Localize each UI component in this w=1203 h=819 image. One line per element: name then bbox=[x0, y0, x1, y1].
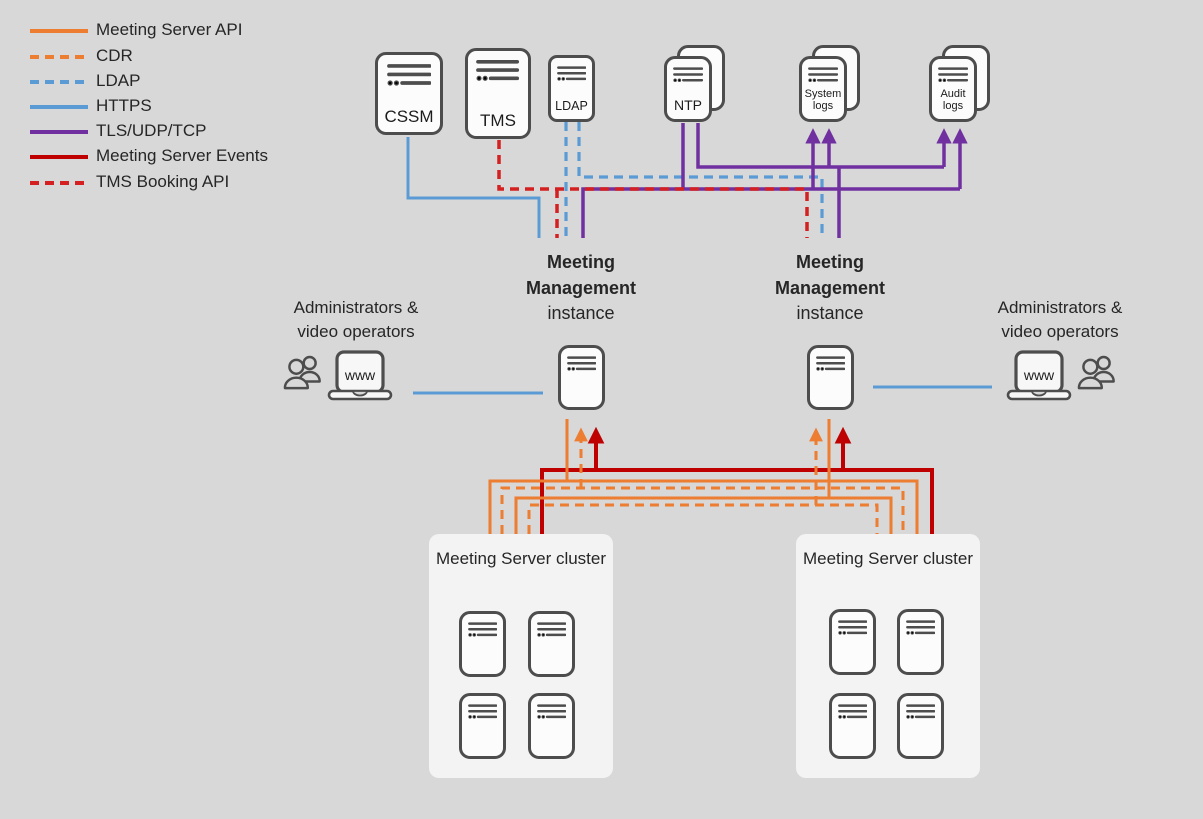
left-admin-label: Administrators & video operators bbox=[293, 298, 419, 341]
server-glyph-icon bbox=[531, 621, 572, 637]
audit-logs-label: Audit logs bbox=[940, 88, 966, 113]
left-instance-label: Meeting Management instance bbox=[506, 249, 656, 325]
tls-left-instance-bus bbox=[581, 187, 960, 238]
legend-label: CDR bbox=[96, 46, 133, 65]
cdr-bus-left-instance bbox=[500, 486, 905, 534]
ldap-server-icon: LDAP bbox=[548, 55, 595, 122]
legend-label: Meeting Server Events bbox=[96, 146, 268, 165]
meeting-server-icon bbox=[528, 611, 575, 677]
ntp-label: NTP bbox=[674, 96, 702, 113]
meeting-server-icon bbox=[528, 693, 575, 759]
meeting-server-icon bbox=[459, 611, 506, 677]
left-laptop-icon: www bbox=[327, 350, 393, 402]
server-glyph-icon bbox=[462, 621, 503, 637]
server-glyph-icon bbox=[561, 355, 602, 371]
right-admin-label: Administrators & video operators bbox=[997, 298, 1123, 341]
left-cluster-box: Meeting Server cluster bbox=[429, 534, 613, 778]
legend-swatch-blue-solid bbox=[30, 105, 88, 109]
tms-label: TMS bbox=[480, 110, 516, 130]
right-instance-title: Meeting Management bbox=[774, 252, 886, 299]
legend-swatch-darkred-solid bbox=[30, 155, 88, 159]
left-instance-subtitle: instance bbox=[547, 303, 615, 324]
server-glyph-icon bbox=[468, 58, 528, 82]
system-logs-icon: System logs bbox=[799, 56, 847, 122]
server-glyph-icon bbox=[832, 703, 873, 719]
server-glyph-icon bbox=[932, 66, 974, 83]
right-instance-subtitle: instance bbox=[796, 303, 864, 324]
meeting-server-icon bbox=[897, 609, 944, 675]
right-users-icon bbox=[1076, 353, 1118, 391]
left-instance-server-icon bbox=[558, 345, 605, 410]
server-glyph-icon bbox=[900, 703, 941, 719]
right-laptop-icon: www bbox=[1006, 350, 1072, 402]
server-glyph-icon bbox=[531, 703, 572, 719]
legend-swatch-blue-dashed bbox=[30, 80, 88, 84]
server-glyph-icon bbox=[802, 66, 844, 83]
api-bus-left-instance bbox=[488, 479, 919, 534]
server-glyph-icon bbox=[378, 62, 440, 87]
tms-booking-main bbox=[497, 140, 809, 238]
right-cluster-title: Meeting Server cluster bbox=[802, 549, 974, 568]
legend-swatch-red-dashed bbox=[30, 181, 88, 185]
meeting-server-icon bbox=[829, 609, 876, 675]
right-laptop-www-label: www bbox=[1023, 367, 1055, 383]
audit-logs-icon: Audit logs bbox=[929, 56, 977, 122]
right-instance-server-icon bbox=[807, 345, 854, 410]
legend-label: LDAP bbox=[96, 71, 141, 90]
system-logs-label: System logs bbox=[804, 88, 842, 113]
tls-right-instance-bus bbox=[696, 123, 944, 169]
server-glyph-icon bbox=[900, 619, 941, 635]
meeting-server-icon bbox=[459, 693, 506, 759]
legend-label: TLS/UDP/TCP bbox=[96, 121, 207, 140]
right-instance-label: Meeting Management instance bbox=[755, 249, 905, 325]
cdr-bus-right-instance bbox=[527, 503, 879, 534]
legend-swatch-orange-dashed bbox=[30, 55, 88, 59]
server-glyph-icon bbox=[462, 703, 503, 719]
tms-server-icon: TMS bbox=[465, 48, 531, 139]
legend-swatch-orange-solid bbox=[30, 29, 88, 33]
cssm-server-icon: CSSM bbox=[375, 52, 443, 135]
server-glyph-icon bbox=[810, 355, 851, 371]
api-bus-right-instance bbox=[514, 496, 893, 534]
meeting-server-icon bbox=[829, 693, 876, 759]
server-glyph-icon bbox=[667, 66, 709, 83]
legend-label: Meeting Server API bbox=[96, 20, 243, 39]
cssm-label: CSSM bbox=[384, 106, 434, 126]
legend-label: HTTPS bbox=[96, 96, 152, 115]
ldap-label: LDAP bbox=[555, 98, 588, 113]
left-laptop-www-label: www bbox=[344, 367, 376, 383]
legend-label: TMS Booking API bbox=[96, 172, 230, 191]
left-cluster-title: Meeting Server cluster bbox=[435, 549, 607, 568]
events-cluster-bus bbox=[540, 468, 934, 534]
server-glyph-icon bbox=[832, 619, 873, 635]
server-glyph-icon bbox=[551, 65, 592, 81]
legend-swatch-purple-solid bbox=[30, 130, 88, 134]
https-cssm-to-left-instance bbox=[406, 137, 541, 238]
right-cluster-box: Meeting Server cluster bbox=[796, 534, 980, 778]
ldap-to-right-instance bbox=[577, 122, 824, 238]
ntp-server-icon: NTP bbox=[664, 56, 712, 122]
meeting-server-icon bbox=[897, 693, 944, 759]
left-users-icon bbox=[282, 353, 324, 391]
left-instance-title: Meeting Management bbox=[525, 252, 637, 299]
